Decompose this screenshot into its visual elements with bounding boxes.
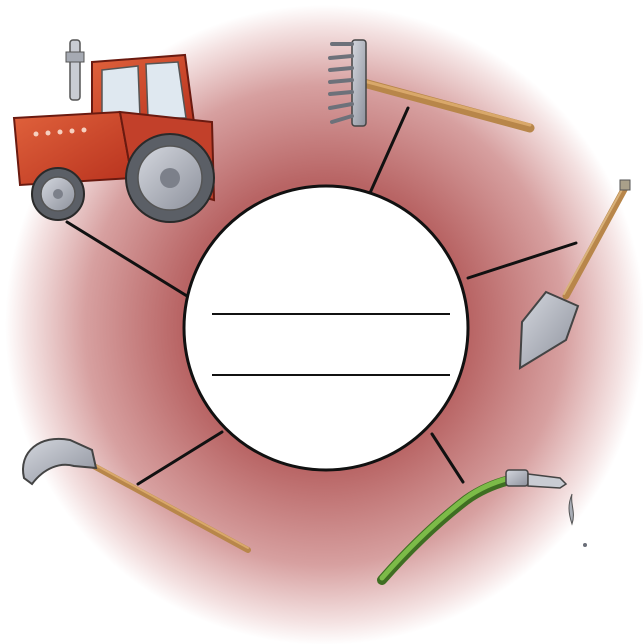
center-answer-circle[interactable] [184,186,468,470]
